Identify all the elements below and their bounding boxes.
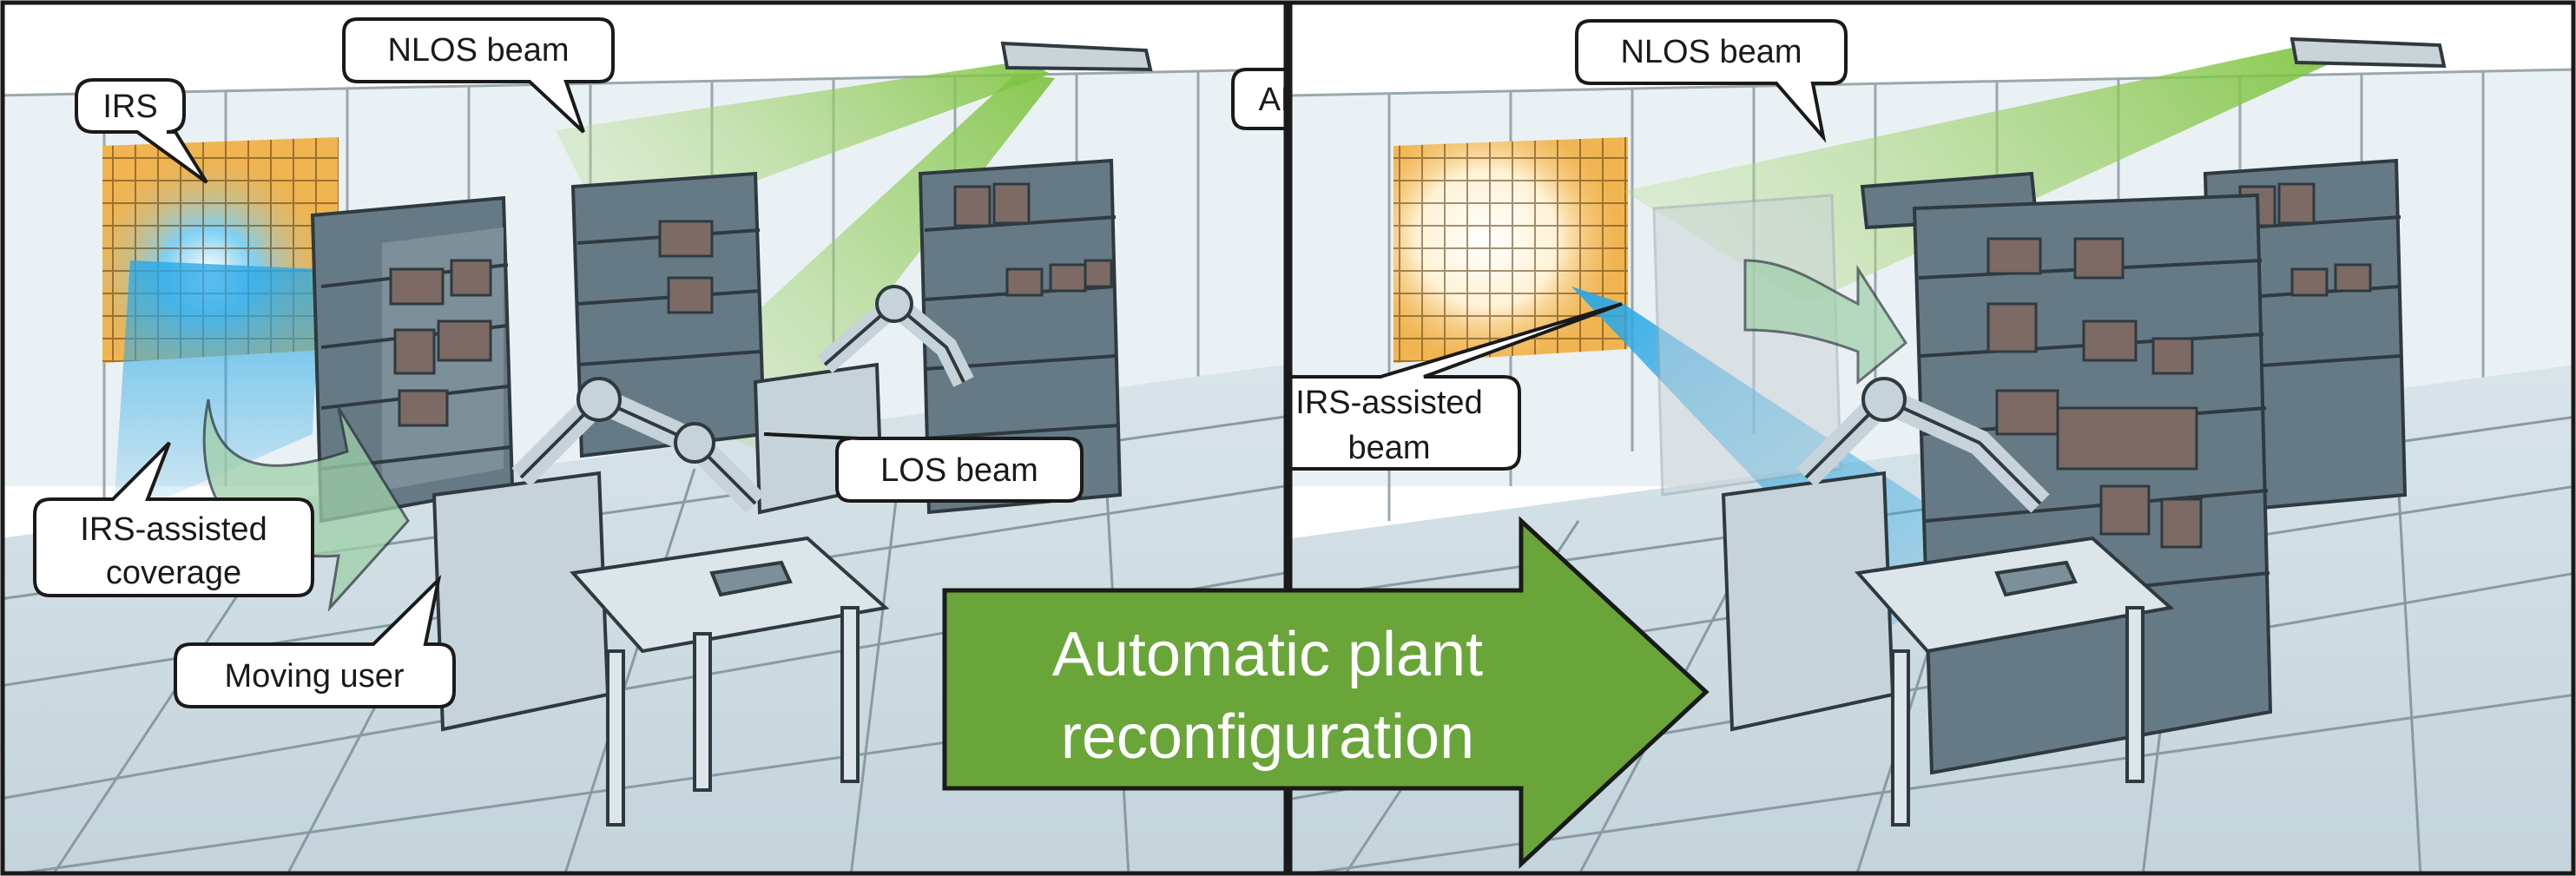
right-panel-border <box>1288 0 2576 876</box>
irs-panel-right <box>1393 137 1628 363</box>
left-panel: IRS NLOS beam AP LOS beam IRS-assisted c… <box>3 3 1303 872</box>
shelf-middle <box>570 171 767 458</box>
los-beam-label: LOS beam <box>880 452 1038 489</box>
access-point-right <box>2289 36 2447 69</box>
ap-label: AP <box>1259 82 1303 118</box>
arrow-label-line2: reconfiguration <box>1061 702 1474 772</box>
arrow-label-line1: Automatic plant <box>1052 620 1483 689</box>
callout-nlos-beam: NLOS beam <box>342 17 615 134</box>
callout-irs-assisted-beam: IRS-assisted beam <box>1292 302 1623 471</box>
nlos-beam-right-label: NLOS beam <box>1620 34 1802 70</box>
irs-label: IRS <box>102 89 157 125</box>
callout-moving-user: Moving user <box>174 574 456 708</box>
moving-user-label: Moving user <box>225 658 405 695</box>
nlos-beam-label: NLOS beam <box>387 32 569 69</box>
irs-assisted-beam-label-line1: IRS-assisted <box>1295 385 1482 421</box>
callout-ap: AP <box>1231 68 1303 130</box>
callout-los-beam: LOS beam <box>763 432 1084 503</box>
irs-assisted-coverage-label-line2: coverage <box>106 555 241 591</box>
work-table-right <box>1855 536 2175 827</box>
left-panel-border <box>0 0 1288 876</box>
access-point <box>1000 41 1153 72</box>
irs-assisted-beam-label-line2: beam <box>1347 430 1430 466</box>
reconfiguration-arrow: Automatic plant reconfiguration <box>942 516 1710 869</box>
right-panel: NLOS beam IRS-assisted beam <box>1292 3 2572 872</box>
irs-assisted-coverage-label-line1: IRS-assisted <box>80 511 267 548</box>
relocation-arrow <box>1743 259 1907 385</box>
callout-nlos-beam-right: NLOS beam <box>1575 19 1848 143</box>
callout-irs: IRS <box>75 78 208 184</box>
shelf-left <box>310 195 515 524</box>
ghost-shelf <box>1652 194 1842 497</box>
work-table <box>570 536 890 827</box>
callout-irs-assisted-coverage: IRS-assisted coverage <box>33 441 314 597</box>
